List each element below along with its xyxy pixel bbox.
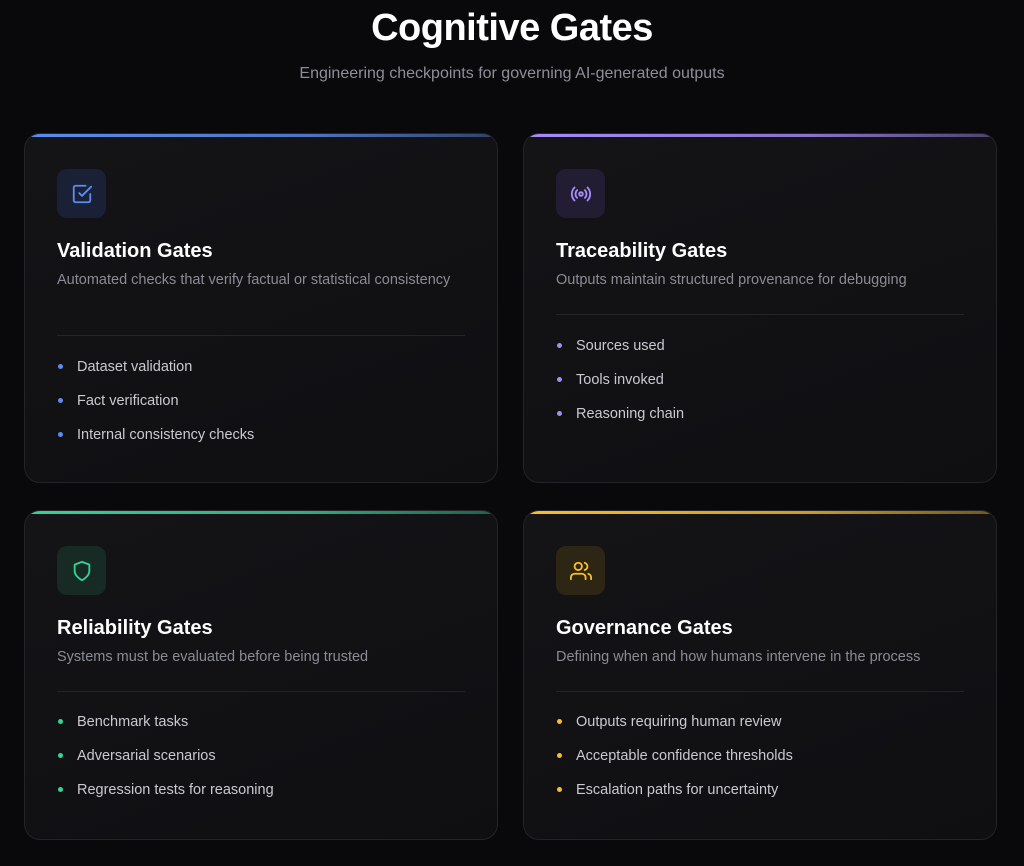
bullet-dot [557,719,562,724]
list-item: Benchmark tasks [57,712,274,746]
bullet-dot [557,411,562,417]
card-list: Dataset validation Fact verification Int… [57,357,254,460]
list-item: Outputs requiring human review [556,712,793,746]
list-item: Acceptable confidence thresholds [556,746,793,780]
reliability-gates-card: Reliability Gates Systems must be evalua… [24,510,498,840]
card-divider [556,691,964,692]
users-icon [556,546,605,595]
shield-icon [57,546,106,595]
governance-gates-card: Governance Gates Defining when and how h… [523,510,997,840]
card-description: Systems must be evaluated before being t… [57,649,369,665]
bullet-dot [557,343,562,348]
list-item: Tools invoked [556,370,684,404]
bullet-dot [58,753,63,759]
card-divider [556,314,964,315]
page-subtitle: Engineering checkpoints for governing AI… [299,65,725,82]
bullet-dot [557,753,562,759]
card-accent-bar [25,134,497,137]
card-list: Benchmark tasks Adversarial scenarios Re… [57,712,274,815]
card-title: Validation Gates [57,240,213,262]
card-title: Traceability Gates [556,240,728,262]
square-check-icon [57,169,106,218]
list-item: Adversarial scenarios [57,746,274,780]
bullet-dot [58,398,63,404]
card-title: Reliability Gates [57,617,213,639]
radio-signal-icon [556,169,605,218]
card-title: Governance Gates [556,617,733,639]
bullet-dot [557,787,562,793]
bullet-dot [557,377,562,383]
bullet-dot [58,364,63,369]
bullet-dot [58,432,63,438]
card-accent-bar [524,134,996,137]
bullet-dot [58,719,63,724]
card-accent-bar [25,511,497,514]
card-description: Outputs maintain structured provenance f… [556,272,907,288]
list-item: Fact verification [57,391,254,425]
card-divider [57,335,465,336]
list-item: Internal consistency checks [57,425,254,459]
card-description: Automated checks that verify factual or … [57,272,451,288]
list-item: Regression tests for reasoning [57,780,274,814]
card-description: Defining when and how humans intervene i… [556,649,921,665]
traceability-gates-card: Traceability Gates Outputs maintain stru… [523,133,997,483]
card-list: Outputs requiring human review Acceptabl… [556,712,793,815]
list-item: Dataset validation [57,357,254,391]
bullet-dot [58,787,63,793]
list-item: Sources used [556,336,684,370]
card-divider [57,691,465,692]
card-accent-bar [524,511,996,514]
card-list: Sources used Tools invoked Reasoning cha… [556,336,684,439]
list-item: Escalation paths for uncertainty [556,780,793,814]
page-title: Cognitive Gates [371,7,653,49]
list-item: Reasoning chain [556,404,684,438]
validation-gates-card: Validation Gates Automated checks that v… [24,133,498,483]
